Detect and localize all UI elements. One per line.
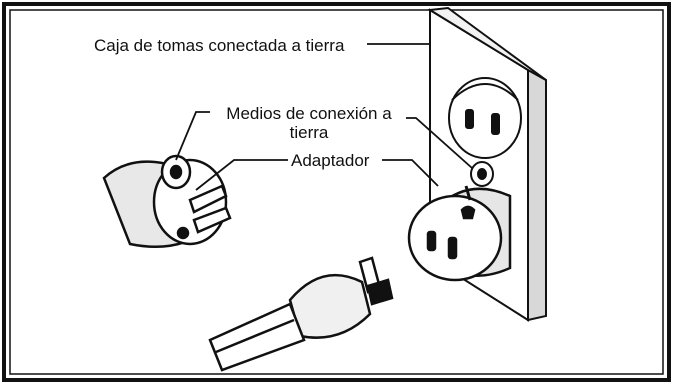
installed-adapter [407,185,512,282]
loose-adapter [102,154,232,249]
grounding-means-label: Medios de conexión a tierra [214,104,404,142]
diagram-inner-border [9,9,664,375]
three-prong-plug [208,256,394,372]
grounding-screw [470,161,494,187]
grounding-means-line1: Medios de conexión a [226,104,392,123]
diagram-border [2,2,671,382]
ground-leader-left [175,111,210,161]
leader-lines [175,43,473,191]
upper-receptacle [448,77,522,159]
adapter-label: Adaptador [291,151,370,170]
outlet-box-label: Caja de tomas conectada a tierra [94,36,345,55]
adapter-leader-right [382,159,439,187]
grounding-means-line2: tierra [289,123,329,142]
ground-leader-right [406,117,473,169]
adapter-leader-left [195,159,288,191]
